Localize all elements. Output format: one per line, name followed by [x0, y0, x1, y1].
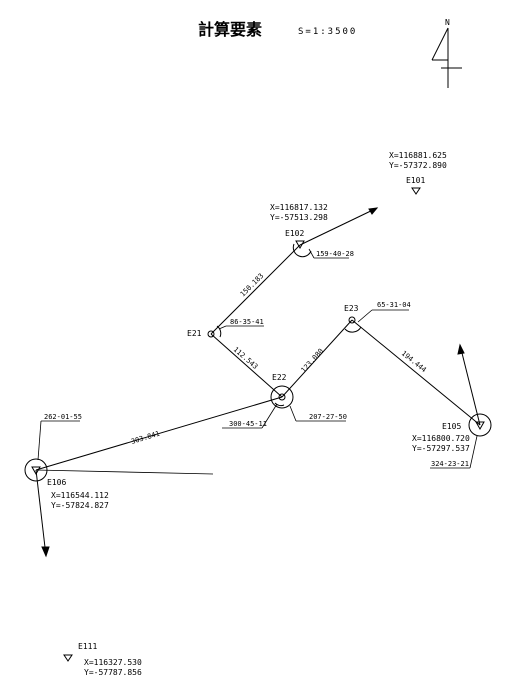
point-e21: E21 86-35-41 — [187, 318, 264, 338]
arrowhead-icon — [368, 207, 379, 215]
line-e21-e102 — [210, 244, 301, 335]
line-e106-direction — [35, 469, 47, 557]
angle-arc-icon — [468, 413, 492, 437]
north-arrow-icon: N — [431, 18, 462, 88]
distance-labels: 150.183 112.543 123.080 194.444 303.841 — [130, 272, 427, 446]
line-e105-direction — [459, 344, 481, 426]
traverse-lines — [35, 207, 481, 558]
angle-arc-icon — [344, 326, 362, 333]
svg-text:324-23-21: 324-23-21 — [431, 460, 469, 468]
svg-text:E102: E102 — [285, 229, 304, 238]
point-e105: E105 X=116800.720 Y=-57297.537 324-23-21 — [412, 413, 492, 469]
line-e23-e105 — [351, 319, 481, 426]
angle-arc-icon — [292, 243, 312, 258]
angle-arc-icon — [24, 458, 48, 482]
station-circle-icon — [278, 393, 286, 401]
station-circle-icon — [207, 330, 215, 338]
point-e23: E23 65-31-04 — [344, 301, 411, 333]
line-e21-e22 — [210, 333, 283, 398]
triangle-station-icon — [411, 187, 421, 195]
line-e102-direction — [299, 207, 378, 246]
svg-text:159-40-28: 159-40-28 — [316, 250, 354, 258]
point-e101: X=116881.625 Y=-57372.890 E101 — [389, 151, 447, 195]
svg-text:E105: E105 — [442, 422, 461, 431]
svg-text:E22: E22 — [272, 373, 287, 382]
svg-text:E111: E111 — [78, 642, 97, 651]
svg-text:86-35-41: 86-35-41 — [230, 318, 264, 326]
scale-label: S=1:3500 — [298, 27, 357, 37]
angle-arc-icon — [216, 325, 222, 338]
svg-text:X=116817.132: X=116817.132 — [270, 203, 328, 212]
svg-text:Y=-57372.890: Y=-57372.890 — [389, 161, 447, 170]
distance-e22-e23: 123.080 — [300, 347, 326, 374]
svg-text:207-27-50: 207-27-50 — [309, 413, 347, 421]
distance-e106-e22: 303.841 — [130, 430, 161, 446]
triangle-station-icon — [31, 466, 41, 476]
triangle-station-icon — [63, 654, 73, 662]
triangle-station-icon — [475, 421, 485, 431]
svg-text:E23: E23 — [344, 304, 359, 313]
station-circle-icon — [348, 316, 356, 324]
arrowhead-icon — [41, 546, 50, 558]
angle-arc-icon — [270, 385, 294, 409]
svg-text:X=116800.720: X=116800.720 — [412, 434, 470, 443]
svg-text:E21: E21 — [187, 329, 202, 338]
line-e22-e23 — [281, 319, 353, 398]
svg-text:X=116881.625: X=116881.625 — [389, 151, 447, 160]
distance-e21-e102: 150.183 — [239, 272, 266, 299]
page-title: 計算要素 — [198, 20, 262, 39]
arrowhead-icon — [457, 343, 465, 355]
svg-text:Y=-57787.856: Y=-57787.856 — [84, 668, 142, 677]
line-e106-extension — [35, 469, 214, 475]
svg-text:Y=-57824.827: Y=-57824.827 — [51, 501, 109, 510]
svg-text:Y=-57297.537: Y=-57297.537 — [412, 444, 470, 453]
point-e111: E111 X=116327.530 Y=-57787.856 — [63, 642, 142, 677]
angle-arc-icon — [274, 402, 285, 407]
svg-text:65-31-04: 65-31-04 — [377, 301, 411, 309]
point-e22: E22 207-27-50 300-45-11 — [222, 373, 347, 429]
triangle-station-icon — [295, 240, 305, 250]
svg-text:E106: E106 — [47, 478, 66, 487]
point-e106: 262-01-55 E106 X=116544.112 Y=-57824.827 — [24, 413, 109, 510]
distance-e21-e22: 112.543 — [232, 345, 260, 370]
svg-text:262-01-55: 262-01-55 — [44, 413, 82, 421]
svg-text:X=116327.530: X=116327.530 — [84, 658, 142, 667]
svg-text:300-45-11: 300-45-11 — [229, 420, 267, 428]
svg-text:Y=-57513.298: Y=-57513.298 — [270, 213, 328, 222]
svg-text:X=116544.112: X=116544.112 — [51, 491, 109, 500]
north-label: N — [445, 18, 450, 27]
point-e102: X=116817.132 Y=-57513.298 E102 159-40-28 — [270, 203, 354, 259]
line-e106-e22 — [35, 396, 283, 471]
svg-text:E101: E101 — [406, 176, 425, 185]
